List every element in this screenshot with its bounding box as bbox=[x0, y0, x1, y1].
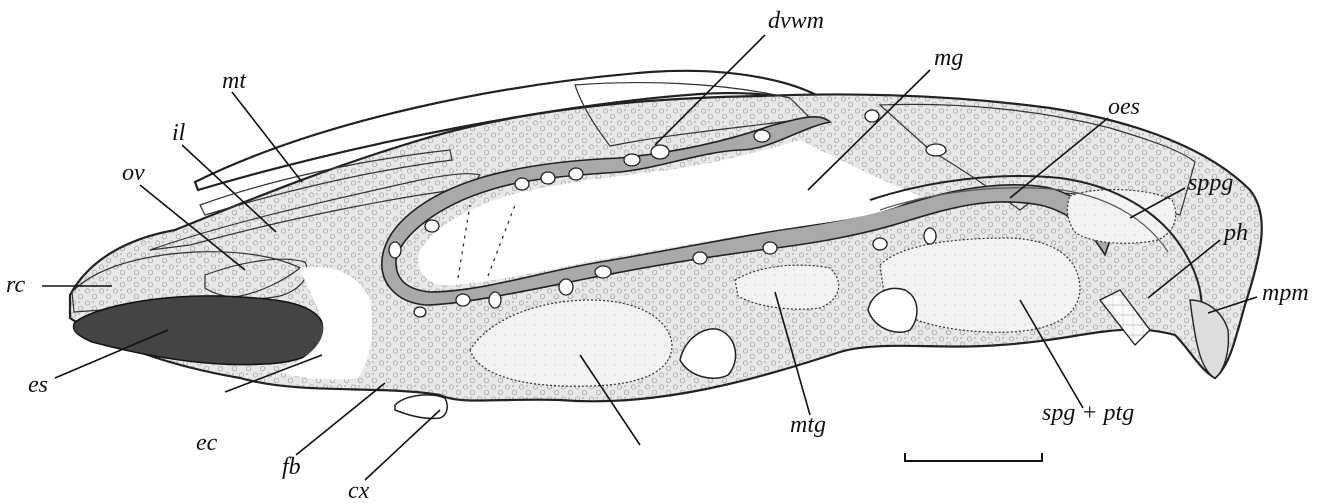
label-ph: ph bbox=[1222, 220, 1248, 246]
leg-coxa-1 bbox=[395, 395, 447, 419]
label-ov: ov bbox=[122, 160, 145, 186]
label-mtg: mtg bbox=[790, 412, 826, 438]
label-mt: mt bbox=[222, 68, 247, 94]
label-cx: cx bbox=[348, 478, 370, 503]
supraesophageal-ganglion bbox=[1067, 190, 1175, 244]
label-mpm: mpm bbox=[1262, 280, 1309, 306]
label-rc: rc bbox=[6, 272, 25, 298]
label-mg: mg bbox=[934, 45, 963, 71]
label-sppg: sppg bbox=[1188, 170, 1233, 196]
label-ec: ec bbox=[196, 430, 218, 456]
label-il: il bbox=[172, 120, 186, 146]
label-oes: oes bbox=[1108, 94, 1140, 120]
scale-bar bbox=[905, 453, 1042, 462]
label-spg-ptg: spg + ptg bbox=[1042, 400, 1134, 426]
label-fb: fb bbox=[282, 454, 301, 480]
label-dvwm: dvwm bbox=[768, 8, 824, 34]
label-es: es bbox=[28, 372, 48, 398]
